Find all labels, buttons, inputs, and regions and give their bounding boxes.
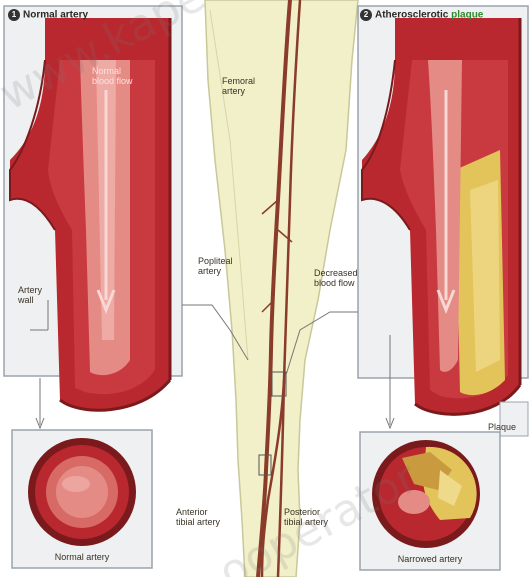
femoral-artery-label: Femoral artery bbox=[222, 76, 270, 96]
normal-panel-title-text: Normal artery bbox=[23, 10, 88, 21]
narrowed-cross-section bbox=[360, 432, 500, 570]
normal-blood-flow-label: Normal blood flow bbox=[92, 66, 140, 86]
normal-cross-section-label: Normal artery bbox=[28, 552, 136, 562]
panel-number-badge: 1 bbox=[8, 9, 20, 21]
panel-number-badge: 2 bbox=[360, 9, 372, 21]
popliteal-artery-label: Popliteal artery bbox=[198, 256, 244, 276]
plaque-label: Plaque bbox=[488, 422, 516, 432]
artery-wall-label: Artery wall bbox=[18, 285, 58, 305]
anterior-tibial-artery-label: Anterior tibial artery bbox=[176, 507, 222, 527]
normal-cross-section bbox=[12, 430, 152, 568]
decreased-blood-flow-label: Decreased blood flow bbox=[314, 268, 374, 288]
posterior-tibial-artery-label: Posterior tibial artery bbox=[284, 507, 332, 527]
narrowed-panel-title-prefix: Atherosclerotic bbox=[375, 10, 448, 21]
narrowed-panel-title-highlight: plaque bbox=[451, 10, 483, 21]
narrowed-cross-section-label: Narrowed artery bbox=[372, 554, 488, 564]
